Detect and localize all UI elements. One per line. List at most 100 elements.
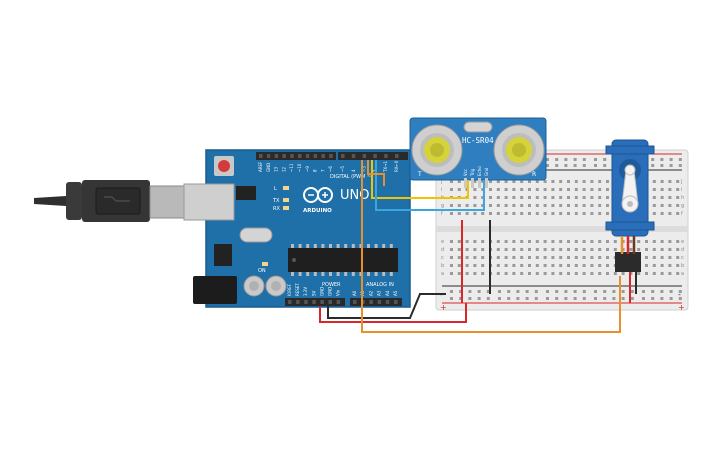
power-section-label: POWER <box>322 282 341 288</box>
reset-button[interactable] <box>218 160 230 172</box>
digital-pin-12[interactable] <box>282 154 286 158</box>
breadboard-hole <box>543 248 547 251</box>
breadboard-hole <box>676 188 680 191</box>
breadboard-hole <box>551 196 555 199</box>
digital-pin-3[interactable] <box>362 154 367 158</box>
digital-pin-TX1[interactable] <box>384 154 388 158</box>
tx-led <box>283 198 289 202</box>
pin-RESET[interactable] <box>296 300 300 304</box>
breadboard-hole <box>598 256 602 259</box>
breadboard-hole <box>535 264 539 267</box>
digital-pin-10[interactable] <box>298 154 302 158</box>
breadboard-hole <box>473 188 477 191</box>
pin-label: A3 <box>377 290 382 296</box>
rail-hole <box>594 290 597 293</box>
sensor-pin-gnd[interactable] <box>485 178 488 188</box>
breadboard-hole <box>582 264 586 267</box>
breadboard-hole <box>660 248 664 251</box>
power-jack <box>193 276 237 304</box>
rail-hole <box>546 297 549 300</box>
digital-pin-2[interactable] <box>373 154 377 158</box>
wire-servo-signal-orange[interactable] <box>361 160 621 333</box>
breadboard-hole <box>559 180 563 183</box>
digital-pin-label: AREF <box>258 161 263 172</box>
pin-GND[interactable] <box>328 300 333 304</box>
pin-Vin[interactable] <box>336 300 341 304</box>
pin-A0[interactable] <box>353 300 357 304</box>
breadboard-hole <box>676 264 680 267</box>
wire-echo-blue[interactable] <box>375 160 485 211</box>
breadboard-hole <box>676 256 680 259</box>
pin-IOREF[interactable] <box>288 300 292 304</box>
servo-motor[interactable] <box>605 139 655 272</box>
breadboard-hole <box>606 196 609 199</box>
rail-hole <box>468 290 472 293</box>
digital-pin-sockets[interactable] <box>259 154 399 158</box>
digital-pin-7[interactable] <box>321 154 325 158</box>
breadboard-hole <box>676 212 680 215</box>
chip-leg <box>351 272 355 276</box>
digital-pin-11[interactable] <box>290 154 294 158</box>
digital-pin-GND[interactable] <box>266 154 271 158</box>
pin-GND[interactable] <box>320 300 324 304</box>
row-letter: c <box>681 255 684 261</box>
wire-trig-yellow[interactable] <box>371 160 469 199</box>
breadboard-hole <box>676 272 680 275</box>
rail-hole <box>477 297 481 300</box>
wire-gnd-black[interactable] <box>327 293 446 319</box>
usb-ic <box>236 186 256 200</box>
breadboard-hole <box>668 256 672 259</box>
row-letter: d <box>681 247 684 253</box>
breadboard-hole <box>645 264 648 267</box>
pin-A2[interactable] <box>369 300 373 304</box>
pin-A3[interactable] <box>377 300 382 304</box>
pin-A5[interactable] <box>394 300 398 304</box>
digital-pin-4[interactable] <box>351 154 356 158</box>
voltage-regulator <box>214 244 232 266</box>
digital-pin-6[interactable] <box>329 154 333 158</box>
sensor-pin-echo[interactable] <box>478 178 481 188</box>
row-letter: j <box>440 179 442 185</box>
wire-5v-red[interactable] <box>319 303 467 323</box>
wire-orange-short[interactable] <box>367 160 385 186</box>
chip-leg <box>321 272 325 276</box>
breadboard-hole <box>551 256 555 259</box>
breadboard-holes <box>450 158 682 300</box>
sensor-pin-vcc[interactable] <box>464 178 467 188</box>
chip-leg <box>367 272 370 276</box>
sensor-pins[interactable] <box>464 178 488 188</box>
digital-pin-5[interactable] <box>341 154 345 158</box>
pin-33V[interactable] <box>304 300 308 304</box>
breadboard-hole <box>652 272 656 275</box>
breadboard-hole <box>574 188 578 191</box>
digital-pin-AREF[interactable] <box>259 154 263 158</box>
breadboard-hole <box>606 212 609 215</box>
chip-leg <box>359 272 363 276</box>
row-letter: e <box>441 239 444 245</box>
chip-leg <box>313 272 317 276</box>
breadboard-hole <box>496 264 500 267</box>
digital-pin-RX0[interactable] <box>395 154 399 158</box>
breadboard-hole <box>613 240 617 243</box>
chip-leg <box>351 244 355 248</box>
digital-header-left <box>256 152 336 160</box>
sensor-label: HC-SR04 <box>462 136 494 145</box>
breadboard-hole <box>574 196 578 199</box>
pin-A4[interactable] <box>385 300 390 304</box>
breadboard-hole <box>559 204 563 207</box>
pin-5V[interactable] <box>312 300 316 304</box>
chip-leg <box>298 272 302 276</box>
sensor-pin-trig[interactable] <box>471 178 474 188</box>
breadboard-hole <box>606 188 609 191</box>
breadboard-hole <box>652 212 656 215</box>
digital-pin-9[interactable] <box>305 154 310 158</box>
l-label: L <box>274 186 277 192</box>
digital-pin-13[interactable] <box>274 154 279 158</box>
digital-pin-label: ~10 <box>297 163 302 172</box>
breadboard-hole <box>543 272 547 275</box>
digital-pin-8[interactable] <box>313 154 318 158</box>
pin-label: RESET <box>295 283 300 296</box>
